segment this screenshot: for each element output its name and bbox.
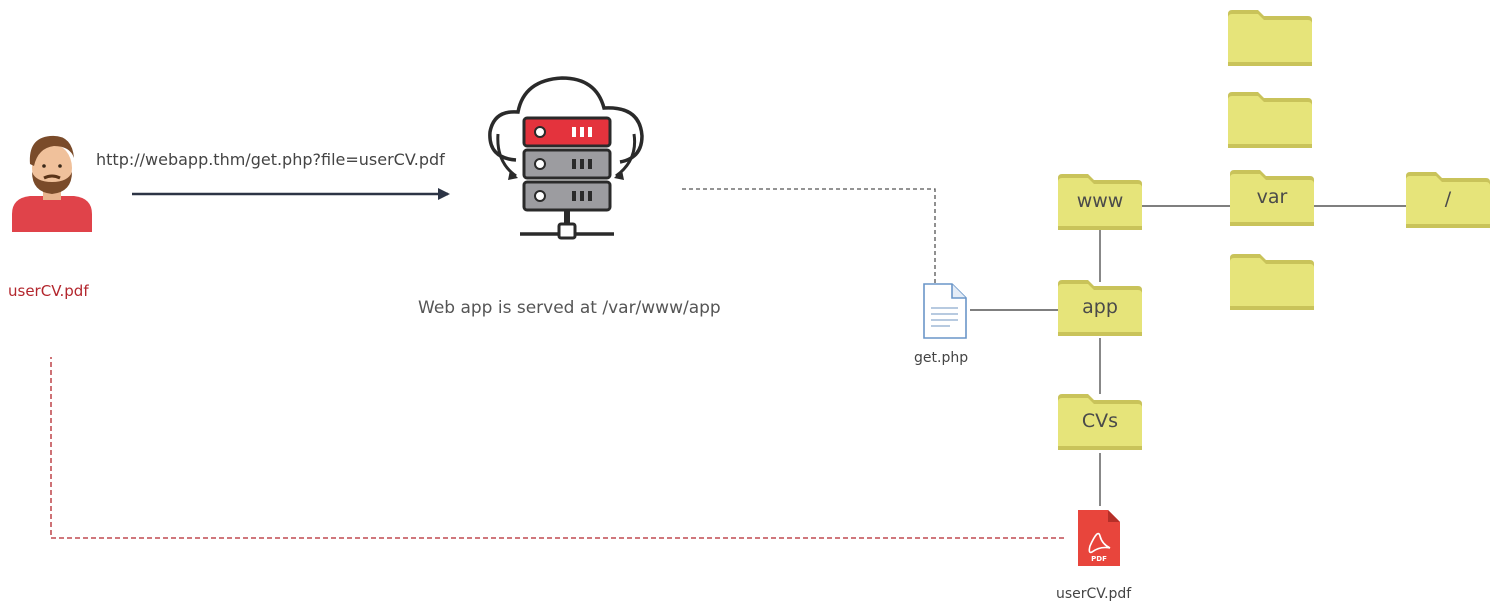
folder-cvs-label: CVs <box>1081 410 1119 432</box>
cloud-server-icon <box>488 76 644 240</box>
folder-shape <box>1058 280 1142 336</box>
folder-app: app <box>1058 278 1142 338</box>
script-file-label: get.php <box>914 350 969 366</box>
pdf-file-label: userCV.pdf <box>1056 586 1132 602</box>
folder-shape <box>1058 394 1142 450</box>
folder-shape <box>1228 92 1312 148</box>
folder-app-label: app <box>1082 296 1118 318</box>
user-file-label: userCV.pdf <box>8 282 89 300</box>
folder-shape <box>1058 174 1142 230</box>
folder-www: www <box>1058 172 1142 232</box>
folder-root: / <box>1406 170 1490 230</box>
folder-var: var <box>1230 168 1314 228</box>
folder-www-label: www <box>1076 190 1124 212</box>
folder-root-label: / <box>1444 188 1452 210</box>
folder-icon <box>1228 8 1312 68</box>
folder-shape <box>1230 254 1314 310</box>
folder-var-label: var <box>1256 186 1288 208</box>
request-url: http://webapp.thm/get.php?file=userCV.pd… <box>96 150 445 169</box>
server-to-script-dashed-line <box>682 188 936 286</box>
folder-shape <box>1230 170 1314 226</box>
server-caption: Web app is served at /var/www/app <box>418 298 721 318</box>
user-avatar-icon <box>12 135 92 232</box>
pdf-badge: PDF <box>1091 555 1107 563</box>
folder-shape <box>1228 10 1312 66</box>
folder-shape <box>1406 172 1490 228</box>
folder-icon <box>1228 90 1312 150</box>
pdf-to-user-dashed-line <box>50 357 1064 539</box>
folder-cvs: CVs <box>1058 392 1142 452</box>
folder-icon <box>1230 252 1314 312</box>
php-file-icon <box>923 283 967 339</box>
pdf-file-icon: PDF <box>1078 510 1120 566</box>
